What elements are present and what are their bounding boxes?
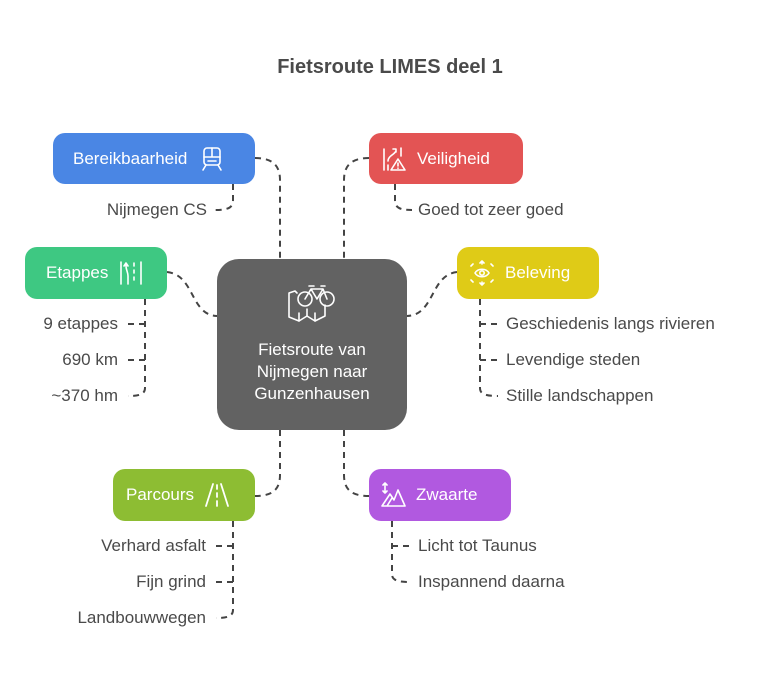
connector-leaf (391, 521, 411, 583)
leaf-inspannend-daarna: Inspannend daarna (418, 572, 565, 591)
connector-leaf (394, 184, 413, 211)
leaf-etappes-count: 9 etappes (43, 314, 118, 333)
leaf-levendige-steden: Levendige steden (506, 350, 641, 369)
leaf-stille-landschappen: Stille landschappen (506, 386, 654, 405)
train-icon (199, 146, 225, 172)
central-topic-line: Nijmegen naar (256, 362, 368, 381)
central-topic-line: Gunzenhausen (254, 384, 370, 403)
leaf-goed-tot-zeer-goed: Goed tot zeer goed (418, 200, 564, 219)
branch-parcours[interactable]: Parcours (113, 469, 255, 521)
leaf-nijmegen-cs: Nijmegen CS (106, 200, 207, 219)
connector-leaf (213, 184, 234, 211)
central-topic-line: Fietsroute van (258, 340, 366, 359)
road-icon (204, 482, 230, 508)
connector-veiligheid (343, 157, 370, 259)
road-warning-icon (381, 146, 407, 172)
leaf-landbouwwegen: Landbouwwegen (77, 608, 206, 627)
lanes-icon (118, 260, 144, 286)
branch-label: Parcours (126, 485, 195, 504)
branch-etappes[interactable]: Etappes (25, 247, 167, 299)
branch-veiligheid[interactable]: Veiligheid (369, 133, 523, 184)
diagram-title: Fietsroute LIMES deel 1 (277, 56, 503, 78)
leaf-geschiedenis: Geschiedenis langs rivieren (506, 314, 715, 333)
eye-expand-icon (469, 260, 495, 286)
leaf-fijn-grind: Fijn grind (136, 572, 206, 591)
branch-zwaarte[interactable]: Zwaarte (369, 469, 511, 521)
connector-leaf (127, 299, 146, 397)
branch-label: Zwaarte (416, 485, 478, 504)
connector-leaf (479, 299, 499, 397)
mountain-elevation-icon (380, 482, 406, 508)
connector-leaf (215, 521, 234, 619)
map-bicycle-icon (287, 283, 339, 323)
leaf-distance: 690 km (62, 350, 118, 369)
leaf-verhard-asfalt: Verhard asfalt (101, 536, 206, 555)
connector-parcours (254, 430, 281, 497)
branch-label: Bereikbaarheid (73, 148, 188, 168)
connector-beleving (406, 271, 458, 317)
branch-label: Etappes (46, 263, 109, 282)
connector-etappes (166, 271, 218, 317)
branch-bereikbaarheid[interactable]: Bereikbaarheid (53, 133, 255, 184)
connector-zwaarte (343, 430, 370, 497)
branch-beleving[interactable]: Beleving (457, 247, 599, 299)
leaf-elevation: ~370 hm (51, 386, 118, 405)
connector-bereikbaarheid (254, 157, 281, 259)
branch-label: Beleving (505, 263, 571, 282)
central-topic[interactable]: Fietsroute van Nijmegen naar Gunzenhause… (217, 259, 407, 430)
leaf-licht-tot-taunus: Licht tot Taunus (418, 536, 537, 555)
branch-label: Veiligheid (417, 148, 490, 168)
